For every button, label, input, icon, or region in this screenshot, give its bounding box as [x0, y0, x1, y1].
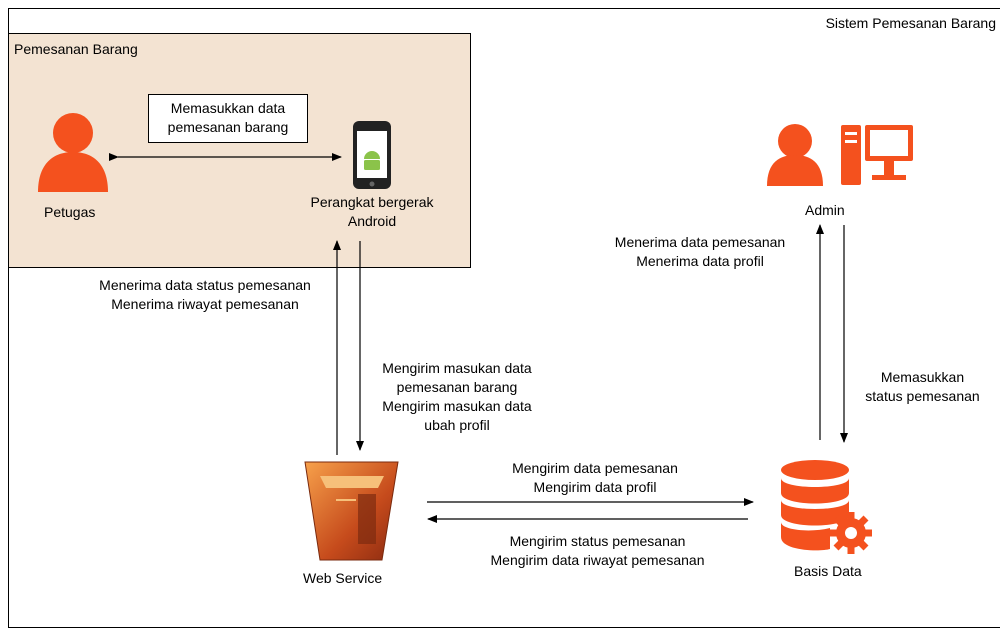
to-webservice-flow-label: Mengirim masukan data pemesanan barang M… [357, 359, 557, 435]
flow-label-line: pemesanan barang [167, 119, 289, 135]
flow-label-line: Menerima data pemesanan [614, 234, 786, 250]
web-service-server-icon [304, 461, 399, 561]
android-phone-icon [353, 121, 391, 189]
flow-label-line: status pemesanan [865, 388, 980, 404]
ws-to-db-flow-label: Mengirim data pemesanan Mengirim data pr… [475, 459, 715, 497]
database-icon [781, 460, 872, 554]
flow-label-line: Mengirim status pemesanan [509, 533, 686, 549]
flow-label-line: Memasukkan data [170, 100, 286, 116]
flow-label-line: ubah profil [424, 417, 490, 433]
db-to-ws-flow-label: Mengirim status pemesanan Mengirim data … [460, 532, 735, 570]
flow-label-line: Menerima data status pemesanan [99, 277, 311, 293]
group-label: Pemesanan Barang [14, 41, 138, 57]
order-group-box [8, 33, 471, 268]
admin-label: Admin [805, 202, 845, 218]
flow-label-line: Mengirim data riwayat pemesanan [490, 552, 705, 568]
flow-label-line: Menerima riwayat pemesanan [111, 296, 299, 312]
flow-label-line: Mengirim data profil [533, 479, 657, 495]
to-admin-flow-label: Menerima data pemesanan Menerima data pr… [600, 233, 800, 271]
petugas-label: Petugas [44, 204, 96, 220]
input-order-label-box: Memasukkan data pemesanan barang [148, 94, 308, 143]
flow-label-line: Mengirim masukan data [382, 360, 532, 376]
android-label-line: Android [347, 213, 397, 229]
basis-data-label: Basis Data [794, 563, 862, 579]
diagram-canvas [38, 113, 913, 561]
android-label: Perangkat bergerak Android [287, 193, 457, 231]
admin-to-db-flow-label: Memasukkan status pemesanan [845, 368, 1000, 406]
petugas-person-icon [38, 113, 108, 192]
flow-label-line: Menerima data profil [636, 253, 764, 269]
flow-label-line: pemesanan barang [396, 379, 518, 395]
flow-label-line: Mengirim masukan data [382, 398, 532, 414]
android-label-line: Perangkat bergerak [310, 194, 434, 210]
to-petugas-flow-label: Menerima data status pemesanan Menerima … [70, 276, 340, 314]
web-service-label: Web Service [303, 570, 383, 586]
admin-computer-icon [767, 124, 913, 186]
system-label: Sistem Pemesanan Barang [825, 15, 996, 31]
flow-label-line: Mengirim data pemesanan [512, 460, 678, 476]
flow-label-line: Memasukkan [880, 369, 965, 385]
